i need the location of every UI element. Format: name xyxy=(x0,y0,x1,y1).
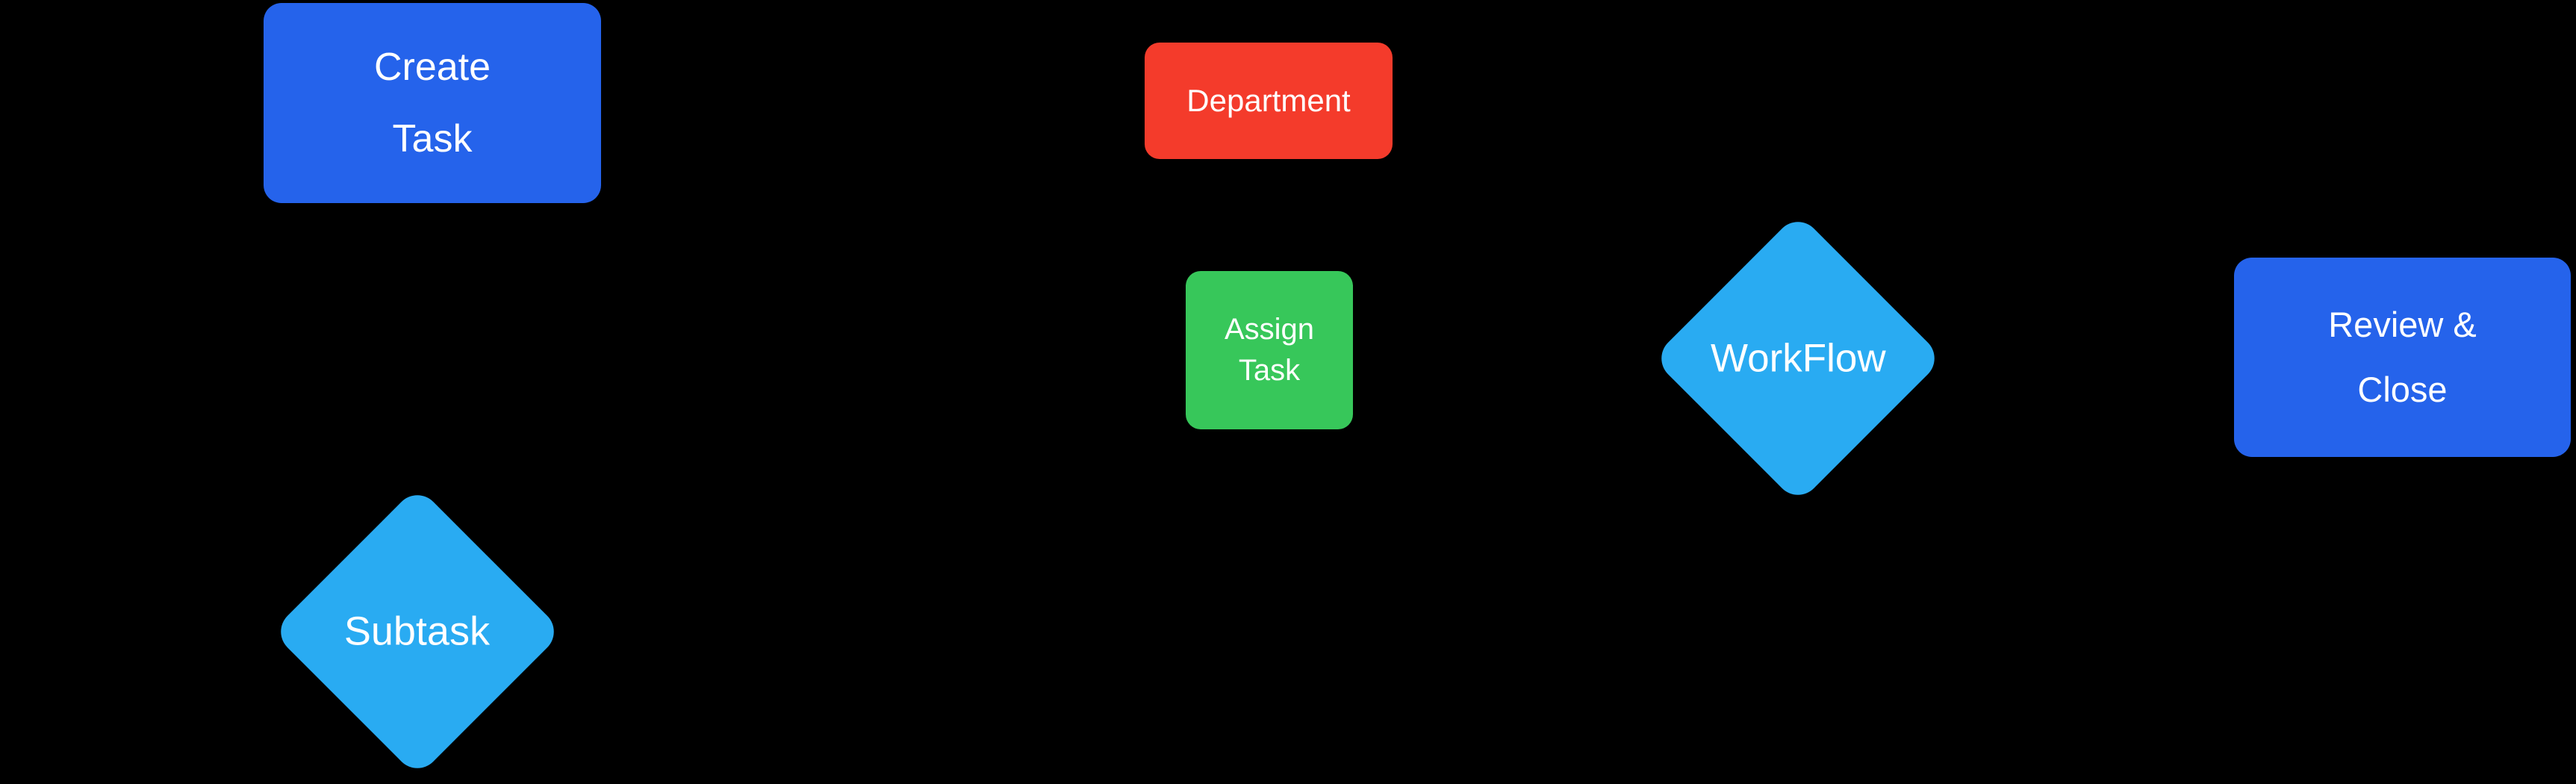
node-label: Review & Close xyxy=(2328,293,2477,423)
node-label-line: Close xyxy=(2357,369,2448,409)
node-label-line: Department xyxy=(1186,82,1351,118)
node-assign-task[interactable]: Assign Task xyxy=(1186,271,1353,429)
node-label-line: Task xyxy=(392,117,473,161)
node-department[interactable]: Department xyxy=(1145,43,1393,159)
node-create-task[interactable]: Create Task xyxy=(264,3,601,203)
node-review-close[interactable]: Review & Close xyxy=(2234,258,2571,457)
node-label-line: Review & xyxy=(2328,304,2477,344)
node-label: WorkFlow xyxy=(1711,335,1886,382)
node-label: Department xyxy=(1186,81,1350,122)
node-label-line: Task xyxy=(1238,354,1301,387)
node-label-line: Assign xyxy=(1224,312,1315,346)
node-label: Subtask xyxy=(344,608,490,656)
node-label-line: Subtask xyxy=(344,609,491,654)
node-label: Assign Task xyxy=(1225,309,1314,391)
node-label-line: WorkFlow xyxy=(1710,336,1886,381)
node-subtask[interactable]: Subtask xyxy=(271,485,564,778)
node-label-line: Create xyxy=(373,45,491,89)
node-workflow[interactable]: WorkFlow xyxy=(1652,212,1944,505)
node-label: Create Task xyxy=(374,31,491,175)
